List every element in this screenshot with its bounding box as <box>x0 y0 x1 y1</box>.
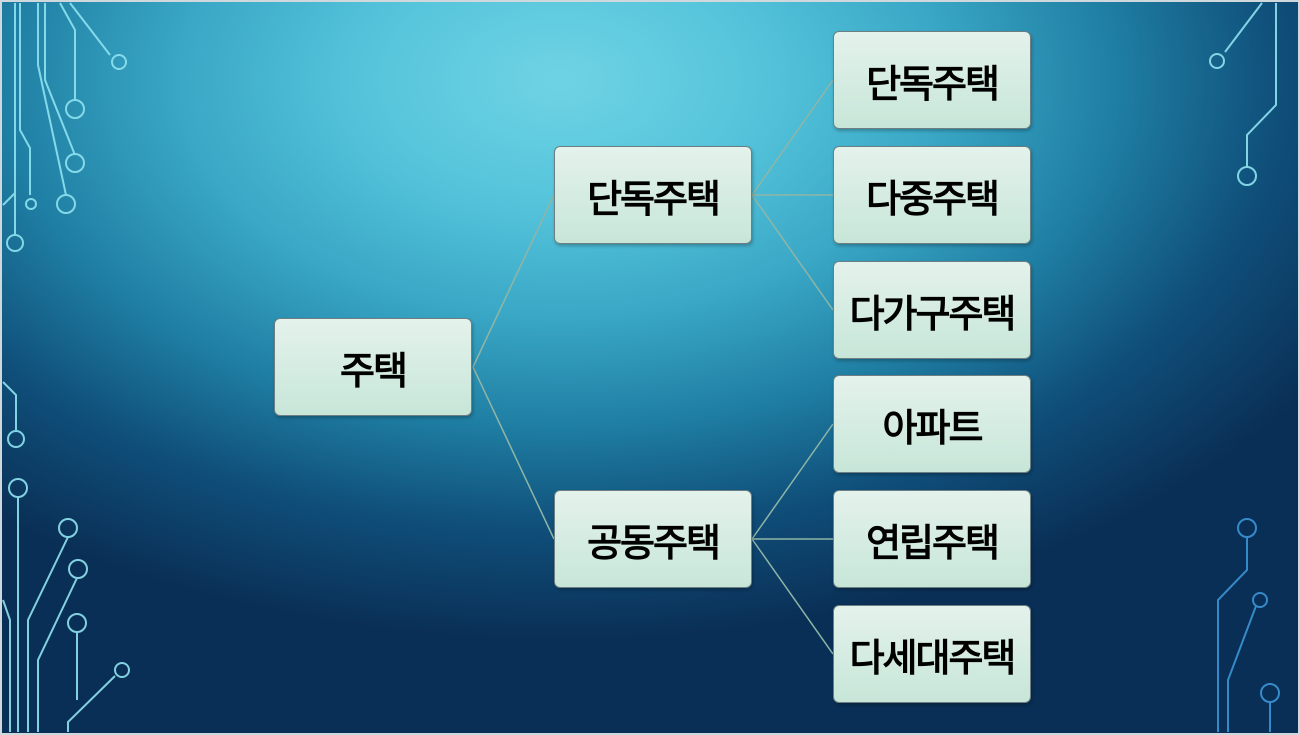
connector-root-branch-2 <box>472 366 555 540</box>
connector-branch-2-leaf-1 <box>751 423 834 540</box>
connector-branch-1-leaf-3 <box>751 194 834 311</box>
connector-branch-2-leaf-3 <box>751 538 834 655</box>
node-multi-unit-housing: 공동주택 <box>554 490 752 588</box>
node-label: 다가구주택 <box>849 291 1017 336</box>
node-label: 아파트 <box>882 405 984 450</box>
node-leaf-multiplex-house: 다세대주택 <box>833 605 1031 703</box>
node-label: 연립주택 <box>866 520 1000 565</box>
node-label: 단독주택 <box>866 61 1000 106</box>
node-leaf-multiple-house: 다중주택 <box>833 146 1031 244</box>
node-label: 단독주택 <box>587 176 721 221</box>
node-leaf-multi-family-house: 다가구주택 <box>833 261 1031 359</box>
node-label: 다세대주택 <box>849 635 1017 680</box>
node-root-housing: 주택 <box>274 318 472 416</box>
node-label: 다중주택 <box>866 176 1000 221</box>
node-label: 주택 <box>340 348 408 393</box>
node-leaf-row-house: 연립주택 <box>833 490 1031 588</box>
node-leaf-detached-house: 단독주택 <box>833 31 1031 129</box>
node-label: 공동주택 <box>587 520 721 565</box>
connector-root-branch-1 <box>472 194 555 368</box>
node-detached-housing: 단독주택 <box>554 146 752 244</box>
connector-branch-1-leaf-1 <box>751 79 834 196</box>
node-leaf-apartment: 아파트 <box>833 375 1031 473</box>
